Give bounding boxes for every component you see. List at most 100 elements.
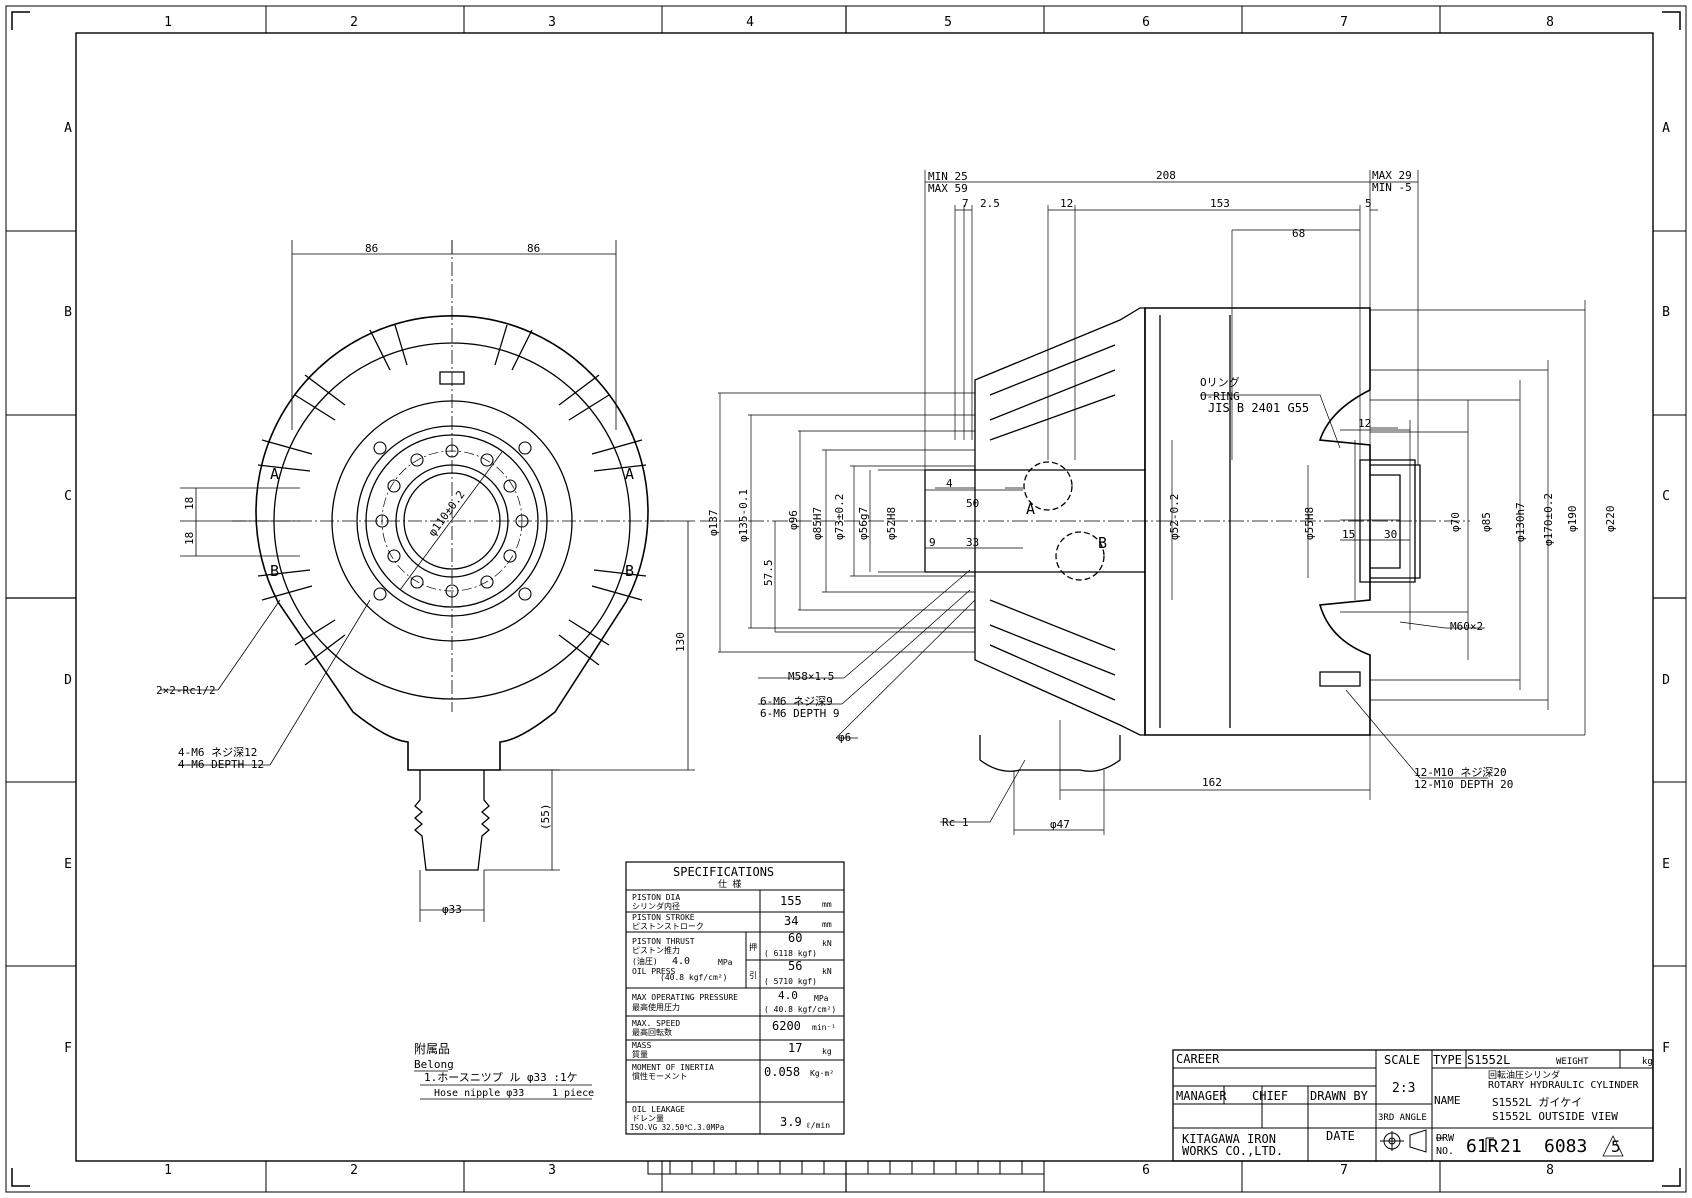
spec-table <box>625 861 845 1135</box>
spec-dia-jp: シリンダ内径 <box>632 901 680 911</box>
tb-company1: KITAGAWA IRON <box>1182 1132 1276 1146</box>
side-housing <box>1144 307 1371 736</box>
side-left-body <box>974 307 1146 736</box>
acc-line-en-name: Hose nipple φ33 <box>434 1088 524 1099</box>
oring-en: O-RING <box>1200 390 1240 403</box>
side-labels: MIN 25 MAX 59 208 MAX 29 MIN -5 7 2.5 12… <box>707 169 1617 831</box>
dim-phi135: φ135-0.1 <box>737 489 750 542</box>
tb-company2: WORKS CO.,LTD. <box>1182 1144 1283 1158</box>
spec-maxop-unit: MPa <box>814 994 829 1003</box>
grid-row-e-r: E <box>1662 857 1670 872</box>
front-bore-1 <box>395 464 509 578</box>
callout-m60: M60×2 <box>1450 620 1483 633</box>
side-dimensions <box>718 170 1586 835</box>
front-fins <box>257 324 647 666</box>
tb-weight-unit: kg <box>1642 1057 1653 1067</box>
front-inner-ring-1 <box>331 400 573 642</box>
spec-pull-unit: kN <box>822 967 832 976</box>
front-bolt-holes <box>373 441 532 601</box>
tb-no: NO. <box>1436 1146 1454 1157</box>
dim-7: 7 <box>962 197 969 210</box>
title-block-text: CAREER SCALE 2:3 3RD ANGLE TYPE S1552L W… <box>1176 1052 1653 1158</box>
dim-max59: MAX 59 <box>928 182 968 195</box>
outer-border <box>5 5 1687 1193</box>
side-rotor-right <box>1359 459 1416 583</box>
dim-12b: 12 <box>1358 417 1371 430</box>
front-inner-ring-2 <box>356 425 548 617</box>
side-shaft-right <box>1370 464 1421 579</box>
callout-phi6: φ6 <box>838 731 851 744</box>
dim-9: 9 <box>929 536 936 549</box>
oring-jp: Oリング <box>1200 375 1240 389</box>
front-inner-ring-3 <box>365 434 539 608</box>
dim-min25: MIN 25 <box>928 170 968 183</box>
grid-row-d-r: D <box>1662 673 1670 688</box>
spec-oil-kgf: (40.8 kgf/cm²) <box>660 973 727 982</box>
dim-phi170: φ170±0.2 <box>1542 493 1555 546</box>
front-labels: 86 86 18 18 130 (55) φ33 φ110±0.2 A A B … <box>156 242 687 916</box>
spec-stroke-jp: ピストンストローク <box>632 922 704 931</box>
grid-row-a-r: A <box>1662 121 1670 136</box>
spec-leak-cond: ISO.VG 32.50℃.3.0MPa <box>630 1123 724 1132</box>
spec-push-kgf: ( 6118 kgf) <box>764 949 817 958</box>
grid-col-6b: 6 <box>1142 1163 1150 1178</box>
dim-86-right: 86 <box>527 242 540 255</box>
dim-33: 33 <box>966 536 979 549</box>
spec-oil-val: 4.0 <box>672 956 690 967</box>
spec-leak-jp: ドレン量 <box>632 1114 664 1123</box>
dim-153: 153 <box>1210 197 1230 210</box>
grid-col-5: 5 <box>944 15 952 30</box>
grid-row-c-r: C <box>1662 489 1670 504</box>
callout-rc: 2×2-Rc1/2 <box>156 684 216 697</box>
spec-title: SPECIFICATIONS <box>673 865 774 879</box>
grid-row-f-r: F <box>1662 1041 1670 1056</box>
drawing-frame <box>75 32 1654 1162</box>
dim-4: 4 <box>946 477 953 490</box>
grid-col-labels-bottom: 1 2 3 6 7 8 <box>164 1163 1554 1178</box>
port-a-left: A <box>270 465 279 483</box>
grid-col-2b: 2 <box>350 1163 358 1178</box>
callout-m10-en: 12-M10 DEPTH 20 <box>1414 778 1513 791</box>
dim-phi33: φ33 <box>442 903 462 916</box>
oring-std: JIS B 2401 G55 <box>1208 401 1309 415</box>
spec-table-text: SPECIFICATIONS 仕 様 PISTON DIA シリンダ内径 155… <box>630 865 836 1132</box>
dim-50: 50 <box>966 497 979 510</box>
dim-phi85b: φ85 <box>1480 512 1493 532</box>
dim-phi96: φ96 <box>787 510 800 530</box>
dim-2-5: 2.5 <box>980 197 1000 210</box>
tb-name-jp: 回転油圧シリンダ <box>1488 1069 1560 1081</box>
spec-inertia-val: 0.058 <box>764 1065 800 1079</box>
grid-col-1: 1 <box>164 15 172 30</box>
grid-row-b: B <box>64 305 72 320</box>
tb-date: DATE <box>1326 1129 1355 1143</box>
tb-weight: WEIGHT <box>1556 1057 1589 1067</box>
tb-drawn-by: DRAWN BY <box>1310 1089 1369 1103</box>
spec-title-jp: 仕 様 <box>718 878 741 890</box>
front-body-outline <box>255 315 649 771</box>
spec-pull-mark: 引 <box>749 971 757 980</box>
tb-name-en: ROTARY HYDRAULIC CYLINDER <box>1488 1080 1639 1091</box>
spec-push-unit: kN <box>822 939 832 948</box>
spec-mass-val: 17 <box>788 1041 802 1055</box>
dim-68: 68 <box>1292 227 1305 240</box>
front-bolt-circle <box>381 450 523 592</box>
spec-oil-unit: MPa <box>718 958 733 967</box>
side-left-ribs <box>989 344 1116 701</box>
dim-phi110: φ110±0.2 <box>426 488 468 539</box>
grid-ticks <box>6 6 1686 1192</box>
center-marks <box>6 6 1686 1192</box>
bottom-ruler <box>647 1160 1045 1175</box>
dim-phi190: φ190 <box>1566 506 1579 533</box>
spec-speed-val: 6200 <box>772 1019 801 1033</box>
spec-leak-val: 3.9 <box>780 1115 802 1129</box>
side-housing-inner <box>1159 315 1231 728</box>
spec-mass-en: MASS <box>632 1041 651 1050</box>
spec-dia-unit: mm <box>822 900 832 909</box>
tb-chief: CHIEF <box>1252 1089 1288 1103</box>
grid-col-7b: 7 <box>1340 1163 1348 1178</box>
tb-scale: SCALE <box>1384 1053 1420 1067</box>
tb-manager: MANAGER <box>1176 1089 1227 1103</box>
spec-thrust-jp: ピストン推力 <box>632 945 680 955</box>
dim-phi85: φ85H7 <box>811 507 824 540</box>
